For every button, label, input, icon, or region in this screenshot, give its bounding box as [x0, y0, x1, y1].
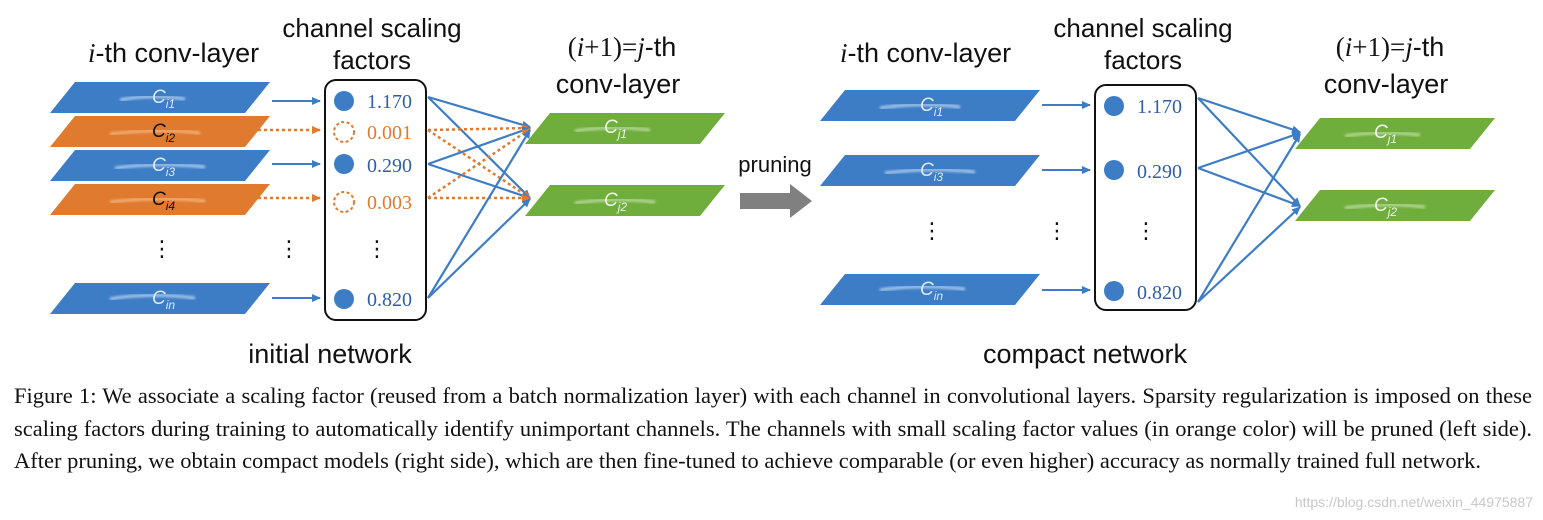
channel-label: Ci3 — [152, 155, 175, 179]
watermark: https://blog.csdn.net/weixin_44975887 — [1294, 494, 1533, 510]
right-arrows-ellipsis: ⋮ — [1046, 218, 1068, 243]
left-channel-i4: Ci4 — [50, 184, 270, 215]
right-factors-title-line1: channel scaling — [1053, 13, 1232, 43]
factor-dot-kept — [1104, 281, 1124, 301]
channel-label: Cin — [920, 279, 943, 303]
right-channel-i1: Ci1 — [820, 90, 1040, 121]
left-channels-ellipsis: ⋮ — [151, 236, 173, 261]
left-next-channel-j2: Cj2 — [525, 185, 725, 216]
left-next-channel-j1: Cj1 — [525, 113, 725, 144]
factor-value: 0.290 — [1137, 161, 1182, 183]
channel-label: Ci3 — [920, 160, 943, 184]
left-factors-title-line1: channel scaling — [282, 13, 461, 43]
right-network-label: compact network — [983, 339, 1188, 369]
left-channel-i3: Ci3 — [50, 150, 270, 181]
factor-value: 1.170 — [1137, 96, 1182, 118]
pruning-transition: pruning — [738, 152, 812, 218]
right-layer-i-title: i-th conv-layer — [840, 38, 1011, 68]
factor-value: 1.170 — [367, 91, 412, 113]
channel-label: Cj1 — [1374, 122, 1397, 146]
left-channel-i2: Ci2 — [50, 116, 270, 147]
right-channel-in: Cin — [820, 274, 1040, 305]
left-arrows-ellipsis: ⋮ — [278, 236, 300, 261]
factor-dot-kept — [334, 154, 354, 174]
left-layer-i-title: i-th conv-layer — [88, 38, 259, 68]
channel-label: Ci4 — [152, 189, 175, 213]
right-layer-j-title-line2: conv-layer — [1324, 69, 1449, 99]
right-next-channel-j1: Cj1 — [1295, 118, 1495, 149]
channel-label: Ci1 — [152, 87, 175, 111]
right-channel-i3: Ci3 — [820, 155, 1040, 186]
factor-value: 0.820 — [1137, 282, 1182, 304]
right-factors-title-line2: factors — [1104, 45, 1182, 75]
channel-label: Cj1 — [604, 117, 627, 141]
pruning-label: pruning — [738, 152, 811, 177]
factor-dot-kept — [334, 289, 354, 309]
factor-value: 0.820 — [367, 289, 412, 311]
figure-caption: Figure 1: We associate a scaling factor … — [14, 383, 1532, 473]
factor-value: 0.001 — [367, 122, 412, 144]
factor-dot-kept — [1104, 96, 1124, 116]
right-next-channel-j2: Cj2 — [1295, 190, 1495, 221]
right-fanout-arrows — [1197, 96, 1301, 303]
channel-label: Ci1 — [920, 95, 943, 119]
left-layer-j-title-line2: conv-layer — [556, 69, 681, 99]
factor-value: 0.290 — [367, 155, 412, 177]
factor-dot-kept — [1104, 160, 1124, 180]
left-layer-j-title-line1: (i+1)=j-th — [568, 32, 677, 62]
left-factors-ellipsis: ⋮ — [366, 236, 388, 261]
right-layer-j-title-line1: (i+1)=j-th — [1336, 32, 1445, 62]
initial-network: i-th conv-layer channel scaling factors … — [50, 13, 725, 369]
right-factors-ellipsis: ⋮ — [1135, 218, 1157, 243]
right-channels-ellipsis: ⋮ — [921, 218, 943, 243]
pruning-arrow-icon — [740, 184, 812, 218]
factor-dot-pruned — [333, 191, 355, 213]
channel-label: Ci2 — [152, 121, 175, 145]
compact-network: i-th conv-layer channel scaling factors … — [820, 13, 1495, 369]
pruning-diagram: i-th conv-layer channel scaling factors … — [50, 13, 1495, 369]
right-factors-box — [1094, 84, 1197, 311]
left-fanout-arrows — [427, 95, 531, 299]
left-factors-box — [324, 79, 427, 321]
left-channel-in: Cin — [50, 283, 270, 314]
channel-label: Cj2 — [1374, 195, 1397, 219]
factor-value: 0.003 — [367, 192, 412, 214]
left-channel-i1: Ci1 — [50, 82, 270, 113]
channel-sheet — [820, 274, 1040, 305]
channel-label: Cj2 — [604, 190, 627, 214]
left-network-label: initial network — [248, 339, 412, 369]
factor-dot-kept — [334, 91, 354, 111]
left-factors-title-line2: factors — [333, 45, 411, 75]
factor-dot-pruned — [333, 121, 355, 143]
channel-sheet — [50, 283, 270, 314]
channel-label: Cin — [152, 288, 175, 312]
